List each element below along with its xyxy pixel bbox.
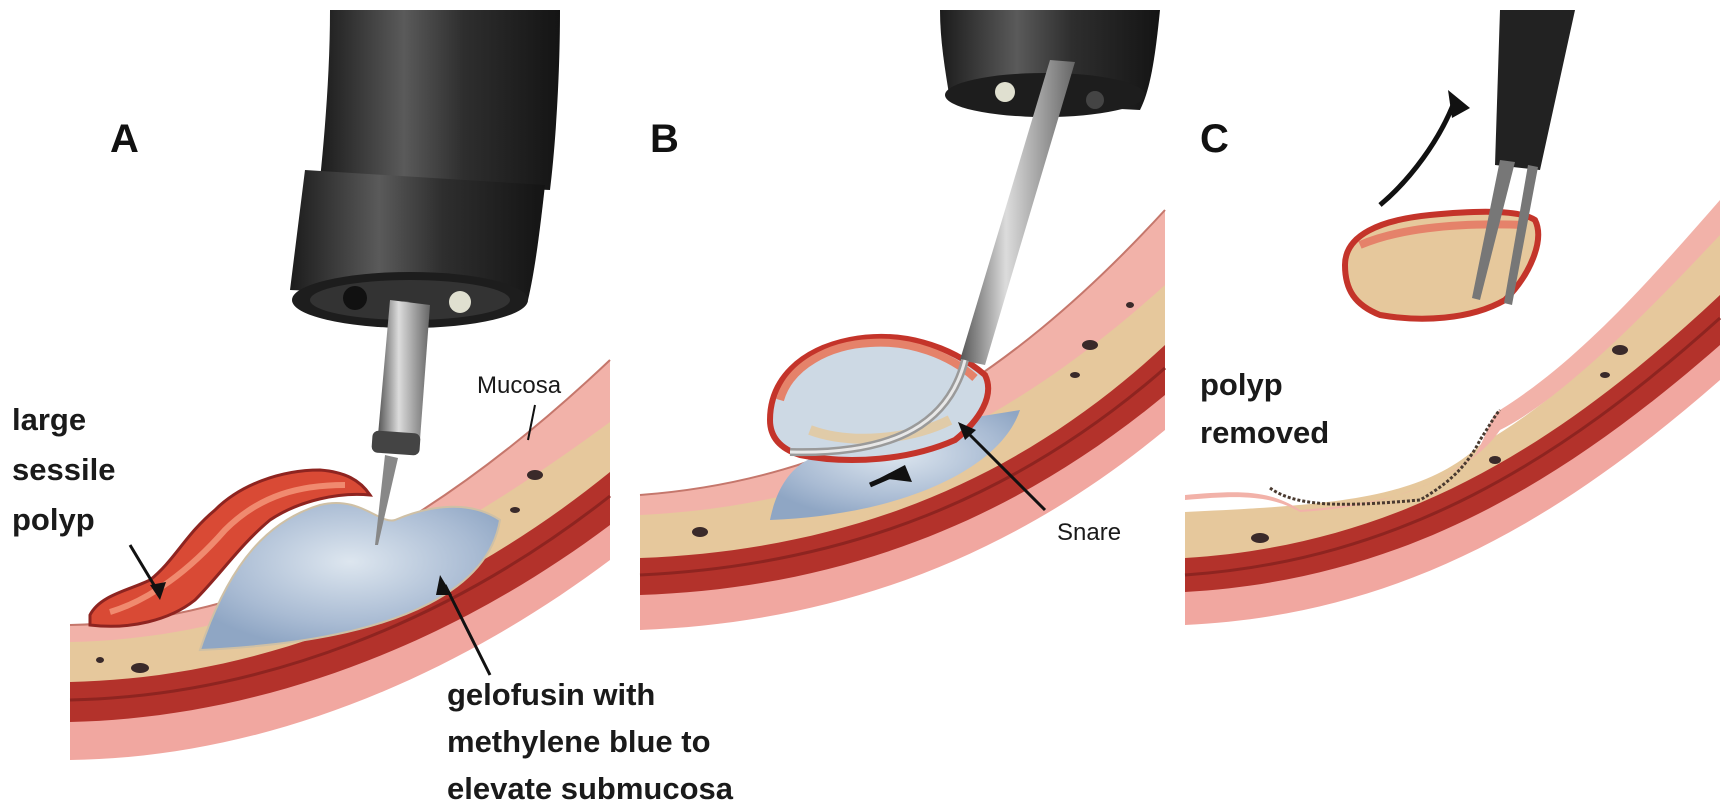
panel-c: C polyp removed <box>1185 10 1720 625</box>
endoscope-icon <box>290 10 560 328</box>
polyp-removed-label: polyp removed <box>1200 367 1329 450</box>
polyp-label: large sessile polyp <box>12 402 124 537</box>
needle-icon <box>371 300 430 545</box>
panel-b: B <box>640 10 1165 630</box>
panel-a: A <box>12 10 734 806</box>
direction-arrow-icon <box>1380 100 1455 205</box>
panel-c-letter: C <box>1200 117 1229 161</box>
snare-label: Snare <box>1057 519 1121 546</box>
panel-b-letter: B <box>650 117 679 161</box>
injection-label: gelofusin with methylene blue to elevate… <box>447 677 734 806</box>
panel-a-letter: A <box>110 117 139 161</box>
mucosa-label: Mucosa <box>477 372 562 399</box>
